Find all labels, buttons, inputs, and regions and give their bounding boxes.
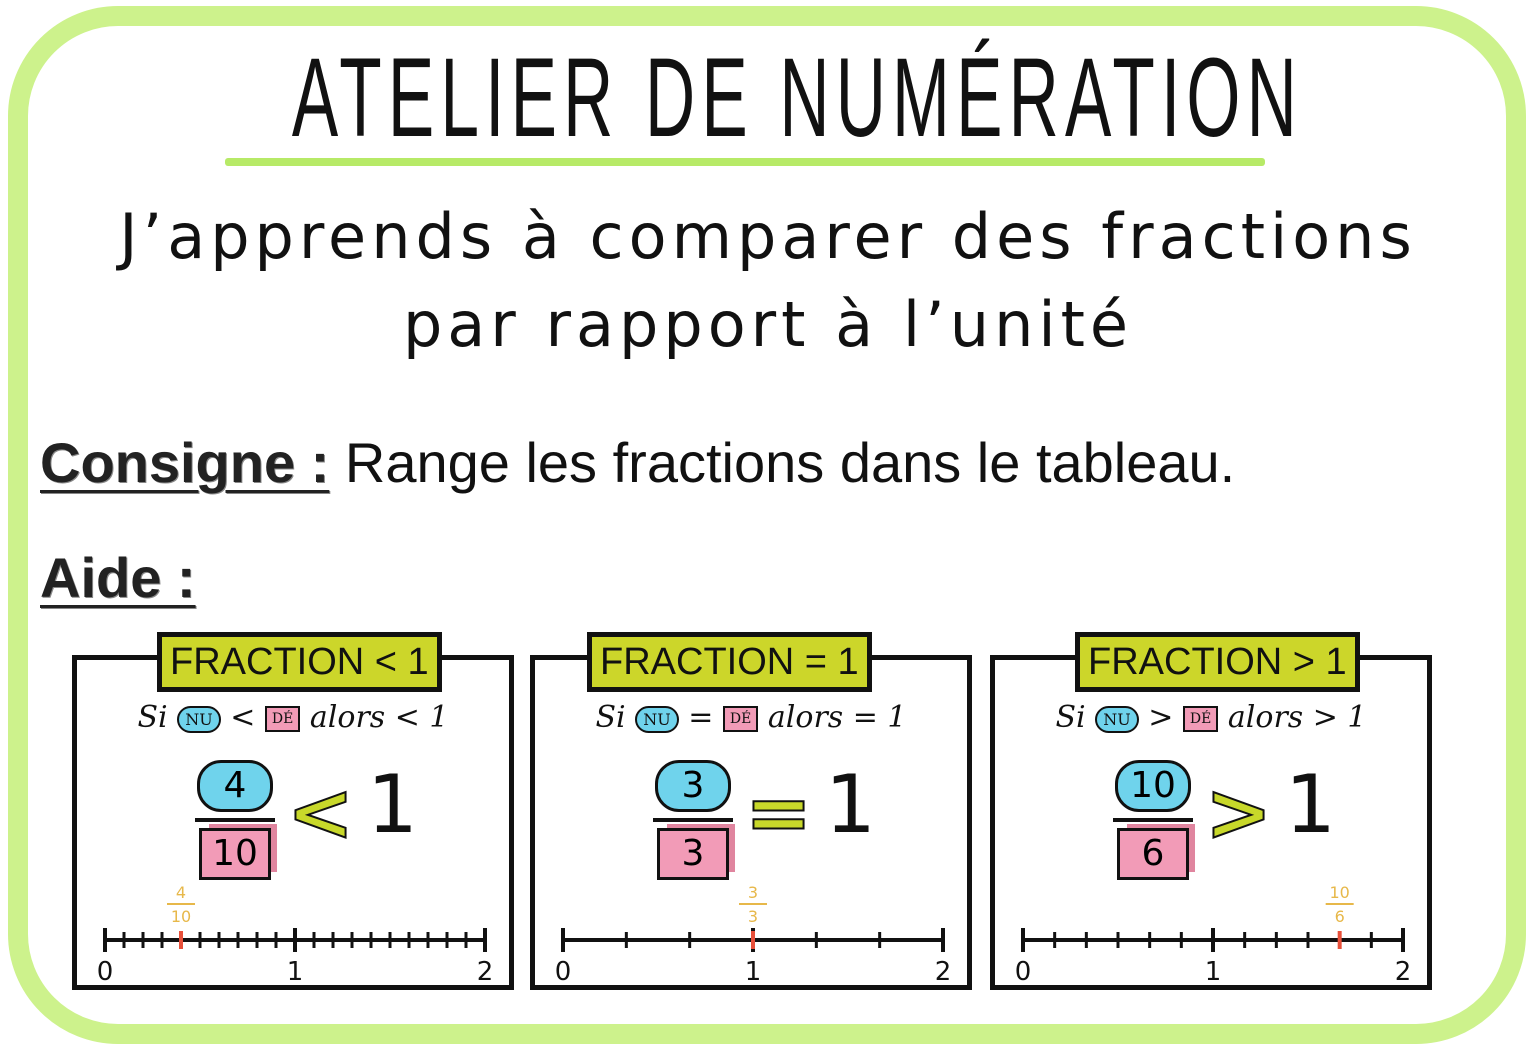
numerator-cloud-icon: NU: [177, 705, 221, 733]
marker-label-numerator: 10: [1329, 883, 1349, 902]
axis-label: 2: [935, 957, 952, 985]
panel-rule: Si NU > DÉ alors > 1: [995, 700, 1427, 735]
subtitle-line-1: J’apprends à comparer des fractions: [119, 200, 1417, 273]
number-line: 0 1 2 10 6: [1015, 883, 1412, 985]
numerator: 4: [197, 760, 273, 812]
denominator: 10: [199, 828, 271, 880]
panel-rule: Si NU < DÉ alors < 1: [77, 700, 509, 735]
marker-label-numerator: 3: [748, 883, 758, 902]
numerator: 3: [655, 760, 731, 812]
axis-label: 0: [97, 957, 114, 985]
panel-header: FRACTION = 1: [587, 632, 872, 692]
number-line: 0 1 2 3 3: [555, 883, 952, 985]
number-line: 0 1 2 4 10: [97, 883, 494, 985]
unit-one: 1: [825, 758, 876, 851]
fraction-bar: [653, 818, 733, 822]
instruction-text: Range les fractions dans le tableau.: [344, 431, 1236, 494]
rule-conclusion: alors < 1: [309, 700, 449, 735]
help-panel-1: FRACTION < 1 Si NU < DÉ alors < 1 4 10 <…: [72, 632, 514, 990]
example-fraction: 3 3: [653, 760, 733, 880]
numerator: 10: [1115, 760, 1191, 812]
marker-label-denominator: 6: [1335, 907, 1345, 926]
axis-label: 2: [1395, 957, 1412, 985]
crocodile-mouth-left-icon: <: [286, 766, 355, 859]
rule-si: Si: [137, 700, 168, 735]
axis-label: 0: [1015, 957, 1032, 985]
panel-header: FRACTION < 1: [157, 632, 442, 692]
instruction-label: Consigne :: [40, 431, 330, 494]
help-heading: Aide :: [40, 545, 196, 610]
title-underline: [225, 158, 1265, 166]
denominator-box-icon: DÉ: [264, 706, 301, 732]
instruction: Consigne : Range les fractions dans le t…: [40, 430, 1235, 495]
denominator: 6: [1117, 828, 1189, 880]
example-fraction: 10 6: [1113, 760, 1193, 880]
crocodile-mouth-right-icon: >: [1204, 766, 1273, 859]
rule-conclusion: alors > 1: [1227, 700, 1367, 735]
marker-label-denominator: 10: [171, 907, 191, 926]
help-panel-3: FRACTION > 1 Si NU > DÉ alors > 1 10 6 >…: [990, 632, 1432, 990]
help-panel-2: FRACTION = 1 Si NU = DÉ alors = 1 3 3 = …: [530, 632, 972, 990]
denominator: 3: [657, 828, 729, 880]
rule-sign: =: [688, 700, 714, 735]
fraction-bar: [195, 818, 275, 822]
rule-si: Si: [595, 700, 626, 735]
axis-label: 1: [287, 957, 304, 985]
subtitle-line-2: par rapport à l’unité: [402, 288, 1134, 361]
rule-sign: >: [1148, 700, 1174, 735]
unit-one: 1: [1285, 758, 1336, 851]
panel-header: FRACTION > 1: [1075, 632, 1360, 692]
numerator-cloud-icon: NU: [635, 705, 679, 733]
axis-label: 0: [555, 957, 572, 985]
axis-label: 2: [477, 957, 494, 985]
help-label: Aide :: [40, 546, 196, 609]
axis-label: 1: [745, 957, 762, 985]
denominator-box-icon: DÉ: [1182, 706, 1219, 732]
numerator-cloud-icon: NU: [1095, 705, 1139, 733]
rule-conclusion: alors = 1: [767, 700, 907, 735]
panel-rule: Si NU = DÉ alors = 1: [535, 700, 967, 735]
unit-one: 1: [367, 758, 418, 851]
marker-label-numerator: 4: [176, 883, 186, 902]
equals-icon: =: [744, 766, 813, 859]
rule-sign: <: [230, 700, 256, 735]
fraction-bar: [1113, 818, 1193, 822]
marker-label-denominator: 3: [748, 907, 758, 926]
axis-label: 1: [1205, 957, 1222, 985]
example-fraction: 4 10: [195, 760, 275, 880]
denominator-box-icon: DÉ: [722, 706, 759, 732]
rule-si: Si: [1055, 700, 1086, 735]
page-title: ATELIER DE NUMÉRATION: [291, 35, 1303, 160]
